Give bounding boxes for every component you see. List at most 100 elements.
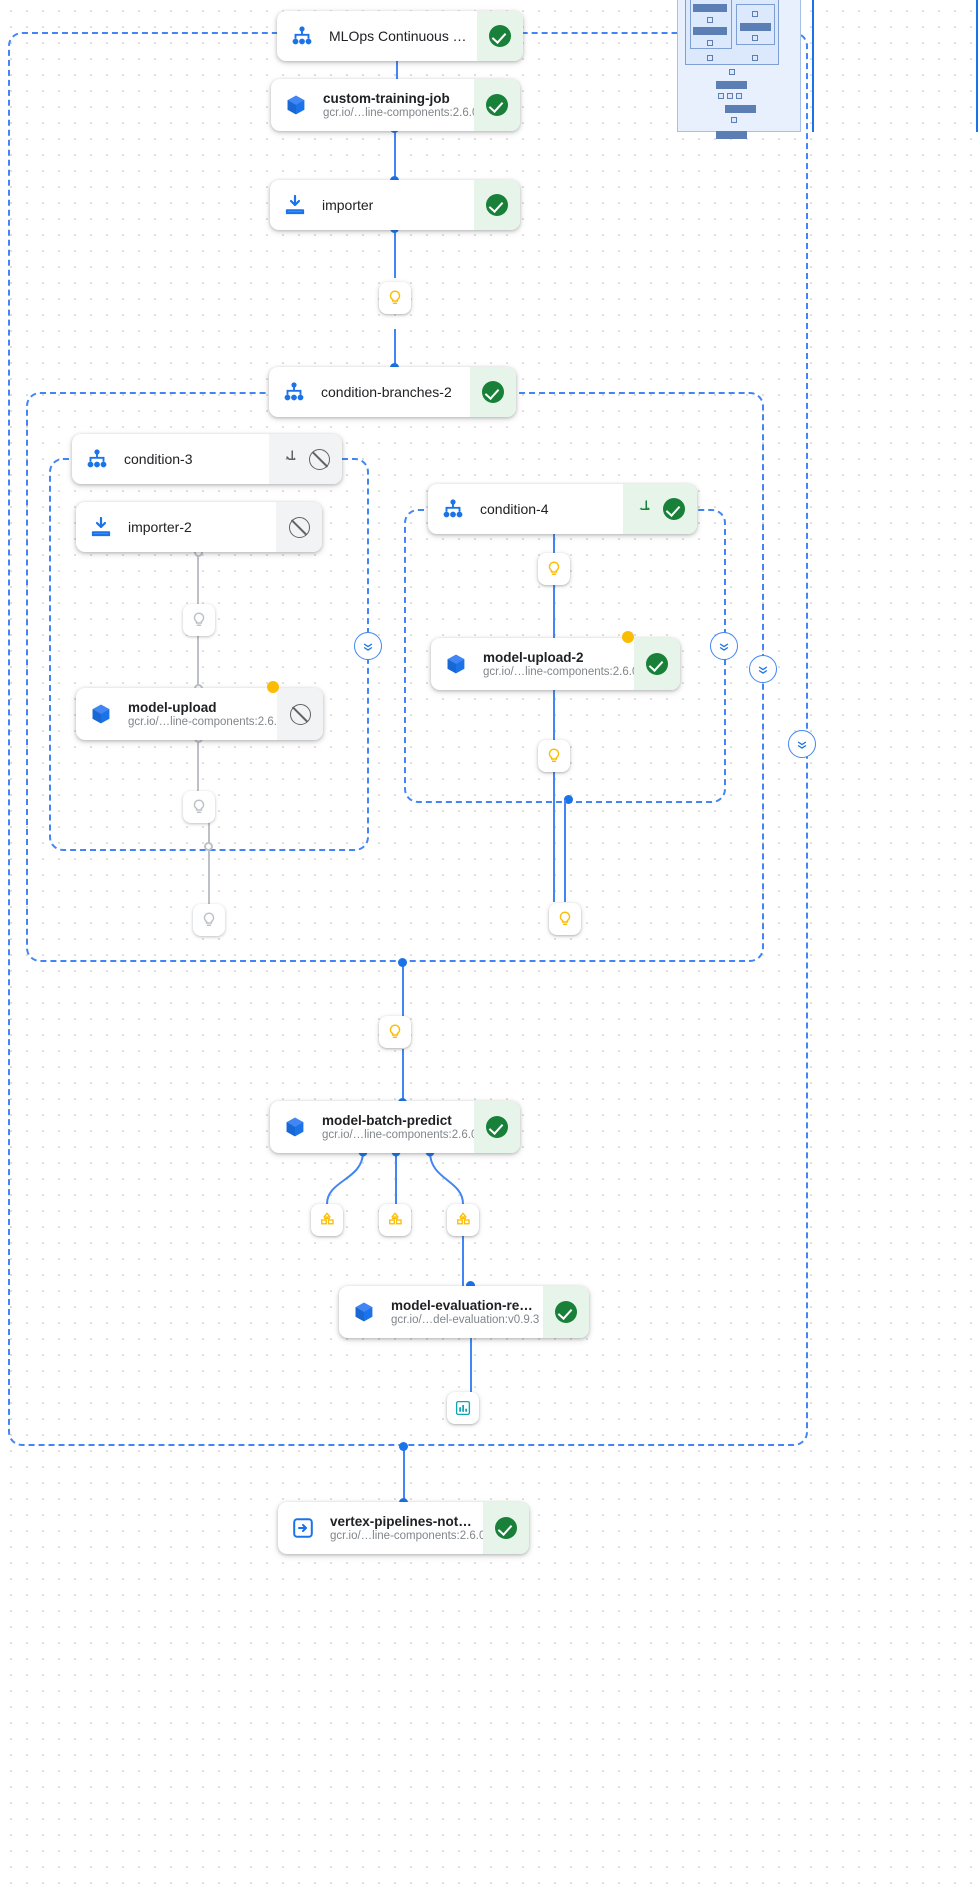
node-body: condition-3 <box>72 434 269 484</box>
minimap-artifact <box>707 55 713 61</box>
node-title: condition-branches-2 <box>321 384 452 400</box>
node-mlops-continuous-training[interactable]: MLOps Continuous Traini… <box>277 11 523 61</box>
minimap-artifact <box>752 35 758 41</box>
edge-importer2-to-artifact <box>197 552 199 606</box>
node-title: importer <box>322 197 374 213</box>
node-title: model-evaluation-regres… <box>391 1298 533 1313</box>
node-importer-2[interactable]: importer-2 <box>76 502 322 552</box>
node-model-upload[interactable]: model-upload gcr.io/…line-components:2.6… <box>76 688 323 740</box>
artifact-bulb-icon <box>193 799 205 813</box>
minimap-artifact <box>707 40 713 46</box>
node-text: condition-4 <box>480 501 549 517</box>
node-status[interactable] <box>477 11 523 61</box>
artifact-model-upload-2-out[interactable] <box>538 740 570 772</box>
node-vertex-pipelines-notification[interactable]: vertex-pipelines-notificat… gcr.io/…line… <box>278 1502 529 1554</box>
node-model-batch-predict[interactable]: model-batch-predict gcr.io/…line-compone… <box>270 1101 520 1153</box>
expander-root[interactable] <box>788 730 816 758</box>
node-body: condition-branches-2 <box>269 367 470 417</box>
import-icon <box>88 514 114 540</box>
artifact-importer-2-out[interactable] <box>183 604 215 636</box>
expander-condition-3[interactable] <box>354 632 382 660</box>
node-condition-3[interactable]: condition-3 <box>72 434 342 484</box>
artifact-branches-out[interactable] <box>379 1016 411 1048</box>
artifact-model-upload-out[interactable] <box>183 791 215 823</box>
node-title: condition-4 <box>480 501 549 517</box>
check-circle-icon <box>486 194 508 216</box>
artifact-condition-3-out[interactable] <box>193 904 225 936</box>
artifact-condition-4-in[interactable] <box>538 553 570 585</box>
dataset-icon <box>389 1212 402 1225</box>
dataset-icon <box>457 1212 470 1225</box>
node-status[interactable] <box>276 502 322 552</box>
node-status[interactable] <box>474 79 520 131</box>
check-circle-icon <box>555 1301 577 1323</box>
node-subtitle: gcr.io/…line-components:2.6.0 <box>128 716 284 728</box>
node-status[interactable] <box>474 180 520 230</box>
minimap-viewport-right[interactable] <box>976 0 978 132</box>
warning-dot <box>267 681 279 693</box>
artifact-batch-predict-2[interactable] <box>379 1204 411 1236</box>
dag-icon <box>440 496 466 522</box>
node-text: condition-3 <box>124 451 193 467</box>
edge-artifact-to-branches <box>394 329 396 369</box>
expander-condition-4[interactable] <box>710 632 738 660</box>
artifact-batch-predict-1[interactable] <box>311 1204 343 1236</box>
artifact-condition-4-out[interactable] <box>549 903 581 935</box>
node-model-upload-2[interactable]: model-upload-2 gcr.io/…line-components:2… <box>431 638 680 690</box>
node-condition-4[interactable]: condition-4 <box>428 484 697 534</box>
minimap-artifact <box>718 93 724 99</box>
minimap-artifact <box>729 69 735 75</box>
node-text: condition-branches-2 <box>321 384 452 400</box>
metrics-icon <box>455 1400 471 1416</box>
check-circle-icon <box>482 381 504 403</box>
edge-dot <box>564 795 573 804</box>
minimap-viewport-left[interactable] <box>812 0 814 132</box>
node-status[interactable] <box>623 484 697 534</box>
check-circle-icon <box>486 1116 508 1138</box>
expander-branches[interactable] <box>749 655 777 683</box>
edge-dot <box>204 842 213 851</box>
node-status[interactable] <box>543 1286 589 1338</box>
minimap-artifact <box>752 11 758 17</box>
node-status[interactable] <box>474 1101 520 1153</box>
graph-minimap[interactable] <box>677 0 801 139</box>
node-condition-branches-2[interactable]: condition-branches-2 <box>269 367 516 417</box>
node-status[interactable] <box>634 638 680 690</box>
node-model-evaluation-regression[interactable]: model-evaluation-regres… gcr.io/…del-eva… <box>339 1286 589 1338</box>
minimap-node <box>716 81 747 89</box>
artifact-batch-predict-3[interactable] <box>447 1204 479 1236</box>
collapse-arrows-icon[interactable] <box>635 498 653 521</box>
node-text: importer <box>322 197 373 213</box>
artifact-bulb-icon <box>193 612 205 626</box>
node-subtitle: gcr.io/…line-components:2.6.0 <box>483 666 639 678</box>
artifact-evaluation-metrics[interactable] <box>447 1392 479 1424</box>
collapse-arrows-icon[interactable] <box>281 448 299 471</box>
node-subtitle: gcr.io/…line-components:2.6.0 <box>322 1129 478 1141</box>
node-body: model-batch-predict gcr.io/…line-compone… <box>270 1101 478 1153</box>
artifact-after-importer[interactable] <box>379 282 411 314</box>
node-status[interactable] <box>483 1502 529 1554</box>
edge-dot <box>466 1281 475 1290</box>
check-circle-icon <box>646 653 668 675</box>
warning-dot <box>622 631 634 643</box>
dataset-icon <box>321 1212 334 1225</box>
node-text: model-batch-predict gcr.io/…line-compone… <box>322 1113 478 1141</box>
node-status[interactable] <box>269 434 342 484</box>
node-importer[interactable]: importer <box>270 180 520 230</box>
blocked-icon <box>288 516 310 538</box>
edge-dot <box>399 1442 408 1451</box>
node-status[interactable] <box>277 688 323 740</box>
node-body: custom-training-job gcr.io/…line-compone… <box>271 79 478 131</box>
node-text: vertex-pipelines-notificat… gcr.io/…line… <box>330 1514 485 1542</box>
container-icon <box>351 1299 377 1325</box>
node-status[interactable] <box>470 367 516 417</box>
import-icon <box>282 192 308 218</box>
node-custom-training-job[interactable]: custom-training-job gcr.io/…line-compone… <box>271 79 520 131</box>
edge-mlops-to-custom-training <box>396 60 398 84</box>
node-title: model-upload-2 <box>483 650 584 665</box>
node-title: custom-training-job <box>323 91 450 106</box>
blocked-icon <box>289 703 311 725</box>
node-text: model-upload-2 gcr.io/…line-components:2… <box>483 650 639 678</box>
check-circle-icon <box>663 498 685 520</box>
